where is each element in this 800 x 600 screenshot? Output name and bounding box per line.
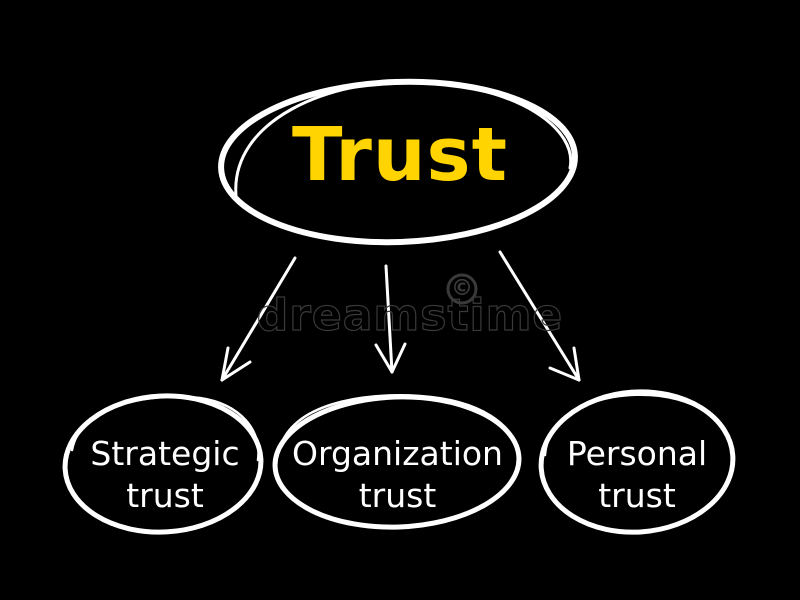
watermark-copyright-icon: © bbox=[451, 276, 473, 301]
child-ellipse-organization bbox=[272, 394, 522, 530]
child-node-organization-trust: Organization trust bbox=[275, 425, 520, 525]
child-node-personal-trust: Personal trust bbox=[542, 425, 732, 525]
child-label-line1: Organization bbox=[292, 434, 503, 473]
child-label-line2: trust bbox=[598, 476, 676, 515]
watermark-text: dreamstime bbox=[256, 289, 564, 341]
child-label-line1: Strategic bbox=[90, 434, 240, 473]
root-node-label: Trust bbox=[292, 112, 508, 198]
arrow-left bbox=[220, 256, 297, 382]
child-label-line2: trust bbox=[126, 476, 204, 515]
watermark-circle-icon bbox=[446, 273, 478, 305]
child-ellipse-strategic bbox=[62, 393, 264, 535]
arrow-middle bbox=[374, 264, 407, 374]
child-ellipse-personal bbox=[538, 389, 736, 535]
child-label-line1: Personal bbox=[566, 434, 708, 473]
child-node-strategic-trust: Strategic trust bbox=[70, 425, 260, 525]
root-ellipse bbox=[218, 78, 578, 246]
arrow-right bbox=[498, 250, 581, 382]
child-label-line2: trust bbox=[358, 476, 437, 515]
